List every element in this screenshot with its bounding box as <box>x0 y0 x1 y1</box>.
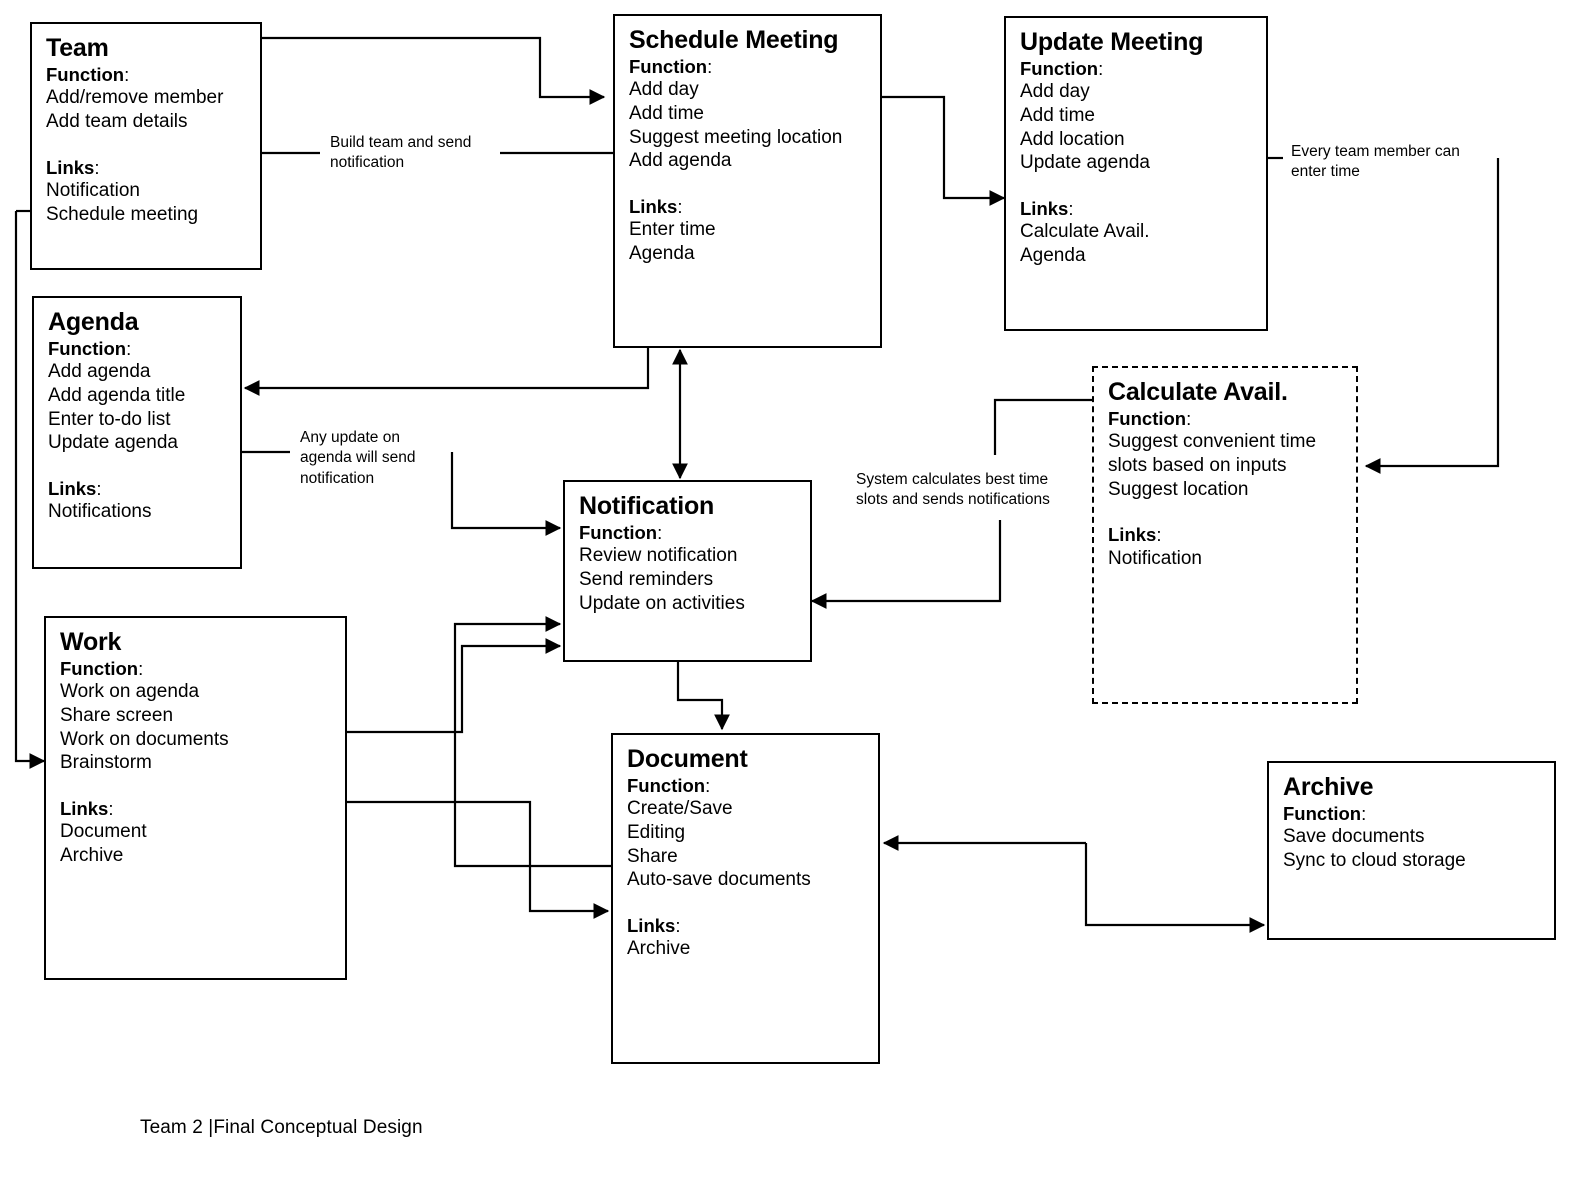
function-label-schedule-meeting: Function: <box>629 56 713 77</box>
function-item: Suggest meeting location <box>629 126 843 148</box>
links-label-schedule-meeting: Links: <box>629 195 683 217</box>
node-agenda[interactable]: Agenda Function: Add agenda Add agenda t… <box>32 296 242 569</box>
function-item: Add/remove member <box>46 87 224 109</box>
function-item: Suggest location <box>1108 478 1249 500</box>
function-label-team: Function: <box>46 64 130 85</box>
link-item: Archive <box>60 844 124 866</box>
function-item: Enter to-do list <box>48 408 171 430</box>
function-item: Brainstorm <box>60 752 152 774</box>
node-title-archive: Archive <box>1283 773 1374 801</box>
spacer <box>46 134 248 156</box>
edge-document-to-archive-down <box>1084 843 1266 933</box>
link-item: Document <box>60 821 147 843</box>
node-archive[interactable]: Archive Function: Save documents Sync to… <box>1267 761 1556 940</box>
function-item: Review notification <box>579 545 738 567</box>
function-item: Work on documents <box>60 728 229 750</box>
function-item: Work on agenda <box>60 681 200 703</box>
node-update-meeting[interactable]: Update Meeting Function: Add day Add tim… <box>1004 16 1268 331</box>
node-title-notification: Notification <box>579 492 715 520</box>
function-item: Update agenda <box>48 432 178 454</box>
node-title-team: Team <box>46 34 109 62</box>
node-work[interactable]: Work Function: Work on agenda Share scre… <box>44 616 347 980</box>
node-calculate-avail[interactable]: Calculate Avail. Function: Suggest conve… <box>1092 366 1358 704</box>
function-item: Update on activities <box>579 592 745 614</box>
function-item: Add day <box>629 79 699 101</box>
link-item: Agenda <box>1020 244 1086 266</box>
links-label-team: Links: <box>46 156 100 178</box>
node-title-agenda: Agenda <box>48 308 139 336</box>
function-label-agenda: Function: <box>48 338 132 359</box>
footer-caption: Team 2 |Final Conceptual Design <box>140 1117 423 1138</box>
links-label-agenda: Links: <box>48 477 102 499</box>
edge-notification-to-document <box>676 662 730 731</box>
node-schedule-meeting[interactable]: Schedule Meeting Function: Add day Add t… <box>613 14 882 348</box>
spacer <box>627 892 866 914</box>
node-title-update-meeting: Update Meeting <box>1020 28 1204 56</box>
function-item: Editing <box>627 822 686 844</box>
link-item: Archive <box>627 938 691 960</box>
link-item: Calculate Avail. <box>1020 221 1150 243</box>
spacer <box>1108 501 1344 523</box>
edge-work-to-notification <box>347 638 562 734</box>
links-label-work: Links: <box>60 797 114 819</box>
function-item: Suggest convenient time <box>1108 431 1317 453</box>
edge-calc-avail-to-notification <box>810 520 1002 609</box>
function-item: Share screen <box>60 705 174 727</box>
function-item: Send reminders <box>579 569 714 591</box>
function-item: Save documents <box>1283 826 1425 848</box>
edge-label-any-update-agenda: Any update on agenda will send notificat… <box>300 429 416 487</box>
links-label-calculate-avail: Links: <box>1108 524 1162 546</box>
edge-schedule-to-update-meeting <box>882 95 1006 206</box>
function-item: Add agenda <box>629 150 732 172</box>
function-item: Auto-save documents <box>627 869 811 891</box>
edge-agenda-to-notification <box>450 452 562 536</box>
function-label-work: Function: <box>60 658 144 679</box>
edge-calc-avail-left-stub <box>993 398 1092 455</box>
link-item: Notification <box>1108 547 1202 569</box>
function-item: Update agenda <box>1020 152 1150 174</box>
edge-label-build-team: Build team and send notification <box>330 134 472 172</box>
node-team[interactable]: Team Function: Add/remove member Add tea… <box>30 22 262 270</box>
function-label-archive: Function: <box>1283 803 1367 824</box>
node-title-work: Work <box>60 628 122 656</box>
node-title-schedule-meeting: Schedule Meeting <box>629 26 839 54</box>
function-label-notification: Function: <box>579 522 663 543</box>
link-item: Notification <box>46 180 140 202</box>
link-item: Agenda <box>629 242 695 264</box>
spacer <box>60 775 333 797</box>
links-label-document: Links: <box>627 914 681 936</box>
function-item: Share <box>627 845 678 867</box>
function-item: slots based on inputs <box>1108 455 1287 477</box>
node-document[interactable]: Document Function: Create/Save Editing S… <box>611 733 880 1064</box>
function-item: Add day <box>1020 81 1090 103</box>
function-item: Add time <box>629 103 704 125</box>
node-notification[interactable]: Notification Function: Review notificati… <box>563 480 812 662</box>
node-title-calculate-avail: Calculate Avail. <box>1108 378 1288 406</box>
function-item: Add time <box>1020 105 1095 127</box>
function-item: Add agenda title <box>48 385 186 407</box>
function-item: Sync to cloud storage <box>1283 850 1466 872</box>
spacer <box>1020 175 1254 197</box>
edge-work-to-document <box>347 800 610 919</box>
edge-to-calculate-avail <box>1364 158 1500 474</box>
node-title-document: Document <box>627 745 748 773</box>
function-item: Create/Save <box>627 798 733 820</box>
spacer <box>629 173 868 195</box>
function-label-update-meeting: Function: <box>1020 58 1104 79</box>
spacer <box>48 455 228 477</box>
edge-label-system-calculates: System calculates best time slots and se… <box>856 471 1050 509</box>
edge-schedule-to-agenda <box>243 348 650 396</box>
function-item: Add team details <box>46 111 188 133</box>
link-item: Notifications <box>48 501 152 523</box>
edge-team-to-schedule-meeting <box>262 36 606 105</box>
edge-label-every-team-member: Every team member can enter time <box>1291 143 1460 181</box>
function-label-document: Function: <box>627 775 711 796</box>
links-label-update-meeting: Links: <box>1020 197 1074 219</box>
function-item: Add location <box>1020 128 1125 150</box>
function-item: Add agenda <box>48 361 151 383</box>
function-label-calculate-avail: Function: <box>1108 408 1192 429</box>
link-item: Schedule meeting <box>46 203 199 225</box>
link-item: Enter time <box>629 219 716 241</box>
